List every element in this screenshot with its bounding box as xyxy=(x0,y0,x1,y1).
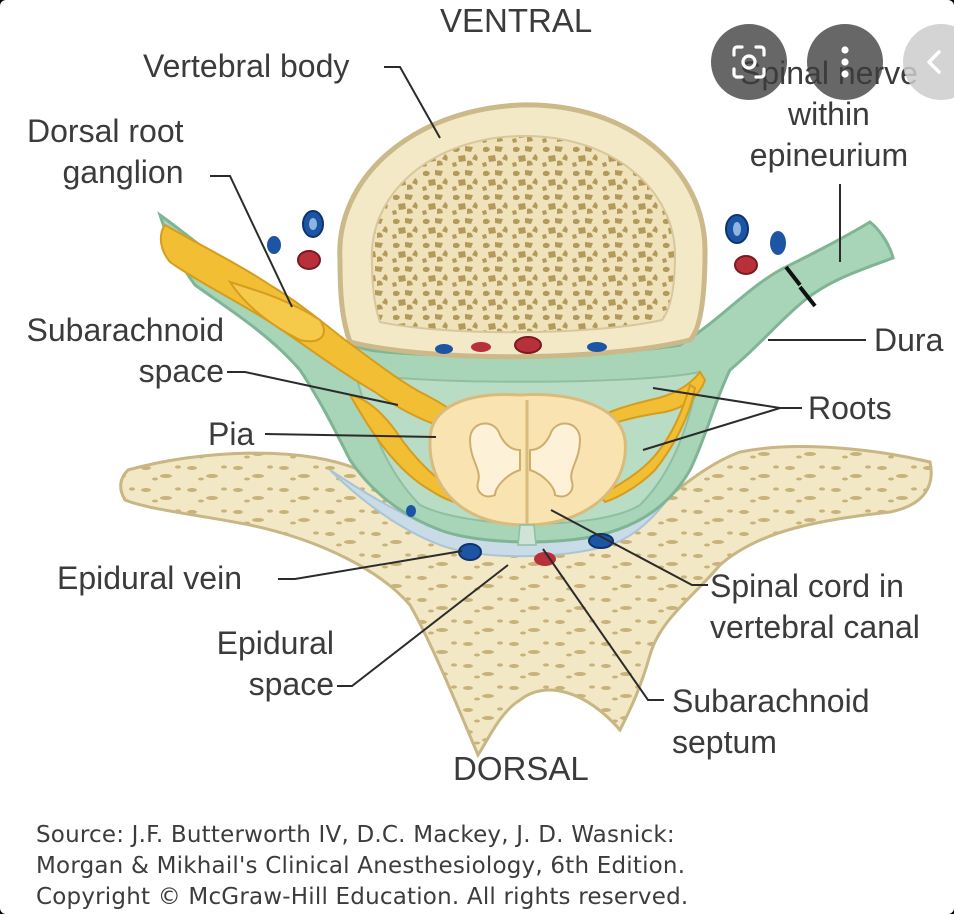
vertebral-body-label: Vertebral body xyxy=(143,48,350,84)
subarachnoid-septum-label: Subarachnoid septum xyxy=(672,683,870,760)
leader-lines xyxy=(210,66,866,701)
spinal-cord-label: Spinal cord in vertebral canal xyxy=(710,568,920,645)
epidural-vein-label: Epidural vein xyxy=(57,560,242,596)
lens-icon xyxy=(732,45,766,79)
subarachnoid-space-label: Subarachnoid space xyxy=(26,312,224,389)
dorsal-root-ganglion-label: Dorsal root ganglion xyxy=(27,113,184,190)
more-vertical-icon xyxy=(841,46,849,78)
source-citation: Source: J.F. Butterworth IV, D.C. Mackey… xyxy=(36,822,689,910)
epidural-space-label: Epidural space xyxy=(216,625,334,702)
roots-label: Roots xyxy=(808,390,892,426)
ventral-label: VENTRAL xyxy=(440,2,593,39)
more-options-button[interactable] xyxy=(807,24,883,100)
vessels xyxy=(267,210,786,566)
chevron-left-icon xyxy=(927,50,941,74)
dura-label: Dura xyxy=(874,322,944,358)
dorsal-label: DORSAL xyxy=(453,750,589,787)
lens-button[interactable] xyxy=(711,24,787,100)
pia-label: Pia xyxy=(208,416,255,452)
